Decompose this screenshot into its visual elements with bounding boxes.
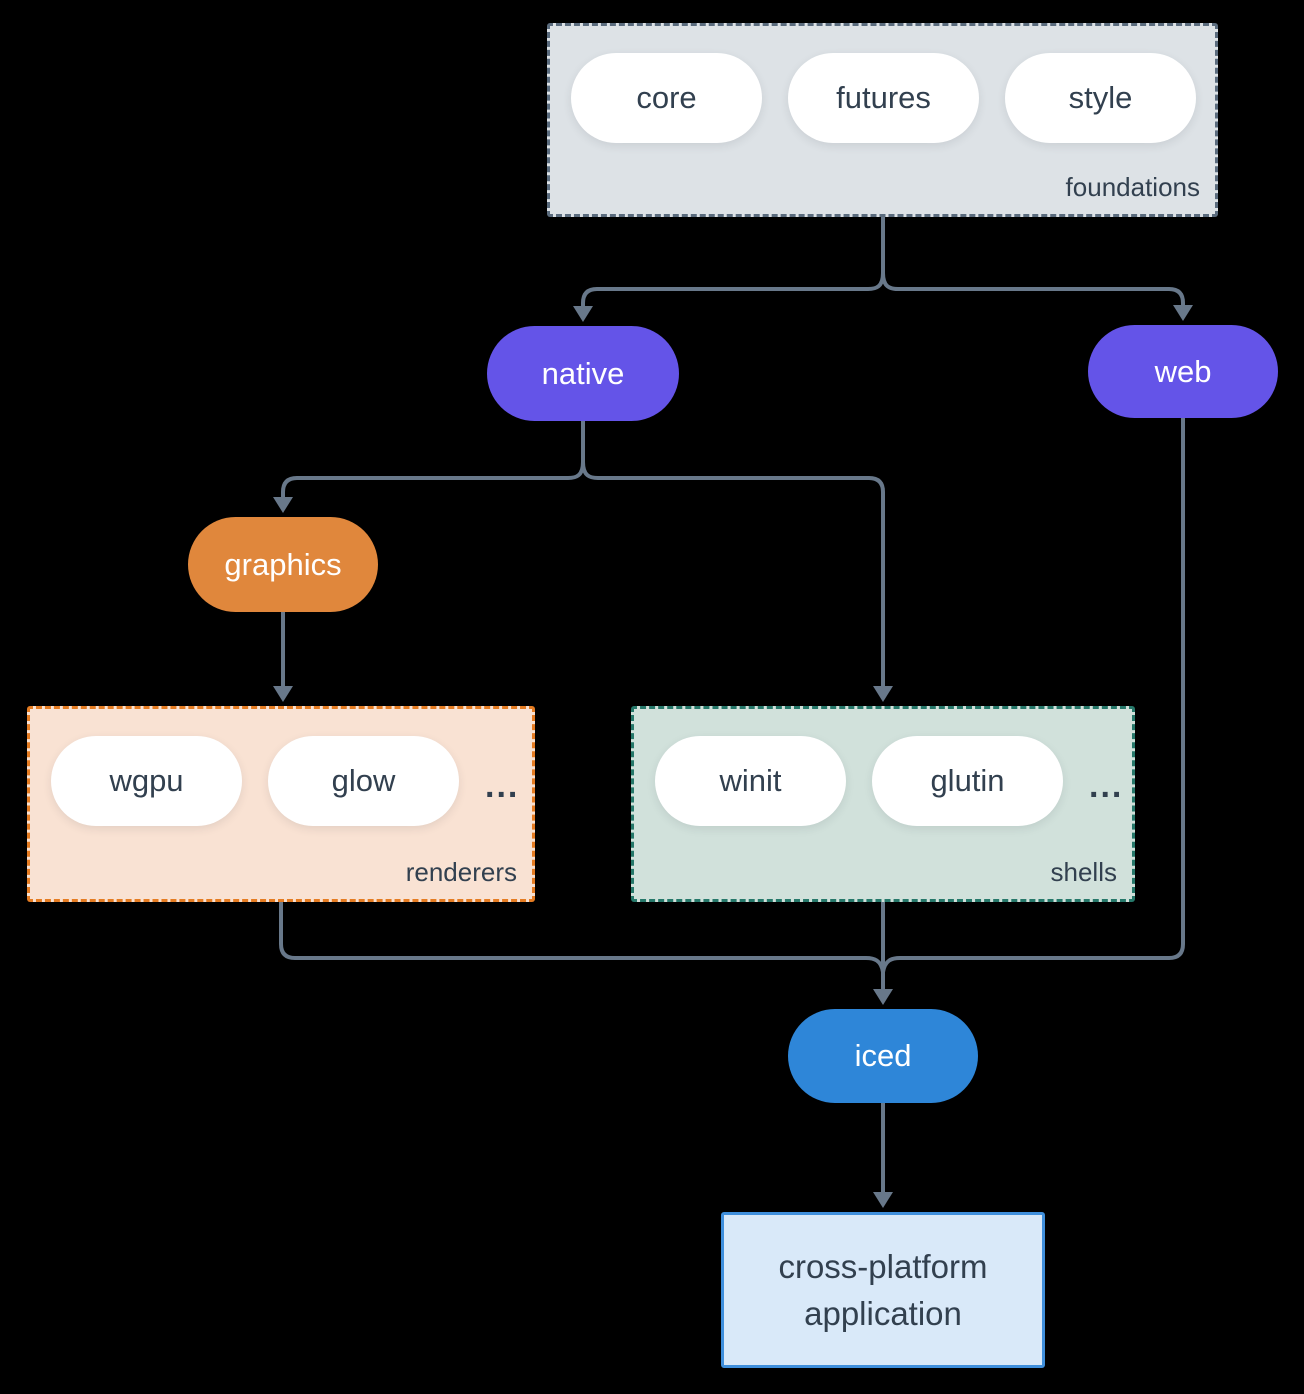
arrowhead-graphics — [273, 497, 293, 513]
foundations-label: foundations — [1065, 172, 1200, 202]
arrowhead-iced — [873, 989, 893, 1005]
edge-split-flare-left — [867, 272, 885, 291]
node-wgpu: wgpu — [51, 736, 242, 826]
edge-merge-flare-right — [881, 956, 901, 973]
node-glow: glow — [268, 736, 459, 826]
group-shells: winit glutin ... shells — [631, 706, 1135, 902]
group-foundations: core futures style foundations — [547, 23, 1218, 217]
app-label-line1: cross-platform — [778, 1248, 988, 1285]
edge-native-flare-left — [567, 461, 585, 480]
edge-split-flare-right — [881, 272, 899, 291]
edge-foundations-web — [898, 287, 1185, 305]
node-winit: winit — [655, 736, 846, 826]
edge-foundations-native — [581, 287, 868, 306]
node-graphics: graphics — [188, 517, 378, 612]
node-web: web — [1088, 325, 1278, 418]
renderers-pill-row: wgpu glow ... — [30, 736, 519, 826]
app-label-line2: application — [804, 1295, 962, 1332]
edge-merge-flare-left — [865, 956, 885, 973]
foundations-pill-row: core futures style — [550, 53, 1196, 143]
edge-native-flare-right — [581, 461, 599, 480]
edge-renderers-iced — [279, 902, 866, 960]
shells-label: shells — [1050, 857, 1117, 887]
node-futures: futures — [788, 53, 979, 143]
node-core: core — [571, 53, 762, 143]
node-cross-platform-application: cross-platform application — [721, 1212, 1045, 1368]
node-style: style — [1005, 53, 1196, 143]
shells-pill-row: winit glutin ... — [634, 736, 1123, 826]
arrowhead-web — [1173, 305, 1193, 321]
node-iced: iced — [788, 1009, 978, 1103]
arrowhead-shells — [873, 686, 893, 702]
arrowhead-renderers — [273, 686, 293, 702]
renderers-label: renderers — [405, 857, 517, 887]
node-glutin: glutin — [872, 736, 1063, 826]
group-renderers: wgpu glow ... renderers — [27, 706, 535, 902]
arrowhead-native — [573, 306, 593, 322]
edge-native-shells — [598, 476, 885, 686]
node-native: native — [487, 326, 679, 421]
shells-ellipsis: ... — [1089, 766, 1124, 805]
arrowhead-application — [873, 1192, 893, 1208]
renderers-ellipsis: ... — [485, 766, 520, 805]
edge-native-graphics — [281, 476, 568, 497]
